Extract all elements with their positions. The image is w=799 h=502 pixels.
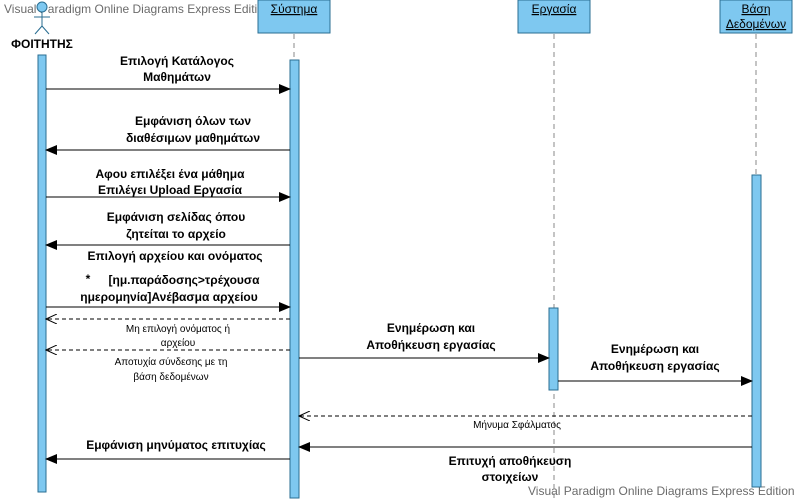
student-actor[interactable]: ΦΟΙΤΗΤΗΣ <box>11 1 73 51</box>
message-label: Μαθημάτων <box>143 70 211 84</box>
message-label: διαθέσιμων μαθημάτων <box>126 131 260 145</box>
message-label: Επιλογή αρχείου και ονόματος <box>87 249 262 263</box>
lifeline-header-database[interactable]: Βάση Δεδομένων <box>719 0 793 34</box>
message-label: Επιλογή Κατάλογος <box>120 54 234 68</box>
message-label: Εμφάνιση σελίδας όπου <box>107 210 246 224</box>
message-label: Επιτυχή αποθήκευση <box>449 454 572 468</box>
message-label: Επιλέγει Upload Εργασία <box>98 183 243 197</box>
assignment-activation[interactable] <box>548 307 559 391</box>
lifeline-header-system[interactable]: Σύστημα <box>257 0 331 34</box>
stick-figure-actor-icon <box>34 1 50 35</box>
database-label-line1: Βάση <box>741 2 770 16</box>
message-label: Αποθήκευση εργασίας <box>366 338 495 352</box>
message-label: Αποθήκευση εργασίας <box>590 359 719 373</box>
message-label: ζητείται το αρχείο <box>126 227 226 241</box>
message-label: στοιχείων <box>482 470 539 484</box>
return-label: Αποτυχία σύνδεσης με τη <box>115 356 228 368</box>
message-label: Αφου επιλέξει ένα μάθημα <box>96 167 246 181</box>
database-activation[interactable] <box>751 174 762 488</box>
return-label: Μη επιλογή ονόματος ή <box>126 323 230 335</box>
return-label: αρχείου <box>161 337 195 349</box>
database-label-line2: Δεδομένων <box>726 17 786 31</box>
message-label: Εμφάνιση μηνύματος επιτυχίας <box>86 438 266 452</box>
message-label: Ενημέρωση και <box>387 321 475 335</box>
message-label: ημερομηνία]Ανέβασμα αρχείου <box>80 290 258 304</box>
return-label: βάση δεδομένων <box>133 371 208 383</box>
actor-label: ΦΟΙΤΗΤΗΣ <box>11 37 73 51</box>
return-label: Μήνυμα Σφάλματος <box>473 419 561 431</box>
message-label: Εμφάνιση όλων των <box>135 114 251 128</box>
message-label: [ημ.παράδοσης>τρέχουσα <box>109 273 261 287</box>
student-activation[interactable] <box>37 54 47 493</box>
system-label: Σύστημα <box>271 2 318 16</box>
message-label: Ενημέρωση και <box>611 342 699 356</box>
lifeline-header-assignment[interactable]: Εργασία <box>517 0 591 34</box>
watermark-top: Visual Paradigm Online Diagrams Express … <box>4 2 271 16</box>
iteration-star: * <box>86 272 91 286</box>
watermark-bottom: Visual Paradigm Online Diagrams Express … <box>528 484 795 498</box>
assignment-label: Εργασία <box>532 2 577 16</box>
system-activation[interactable] <box>289 59 300 499</box>
